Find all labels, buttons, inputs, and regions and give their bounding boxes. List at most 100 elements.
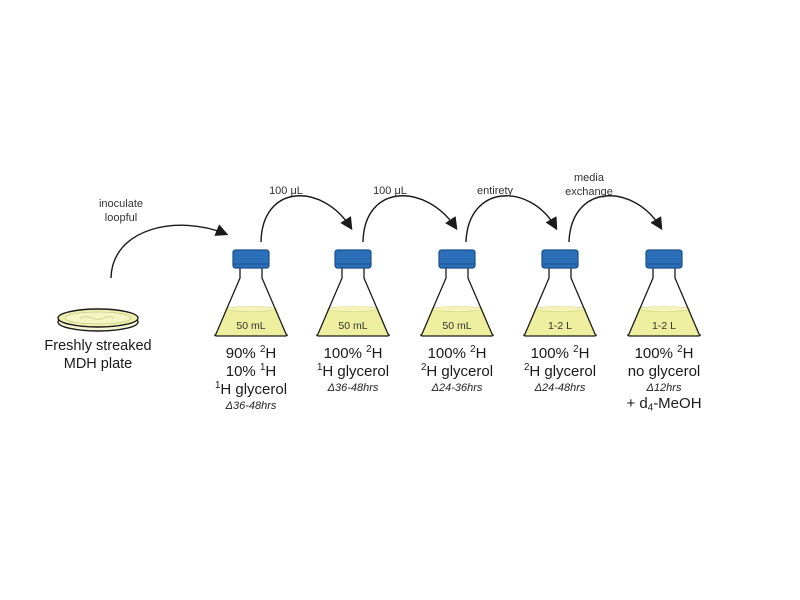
arrow-label-text: media (574, 172, 604, 184)
arrow-label-text: inoculate (98, 198, 144, 210)
incubation-time: Δ24-48hrs (534, 382, 586, 394)
flask-volume-label: 1-2 L (530, 320, 590, 332)
condition-text: H glycerol (322, 363, 390, 380)
flask-volume-text: 1-2 L (652, 320, 676, 332)
isotope-superscript: 2 (573, 344, 579, 356)
additive-line: + d4-MeOH (599, 395, 729, 413)
condition-line: 1H glycerol (186, 381, 316, 399)
isotope-superscript: 2 (420, 362, 427, 374)
condition-text: H glycerol (426, 363, 494, 380)
plate-caption-line1: Freshly streaked (44, 338, 152, 354)
condition-line: 10% 1H (186, 363, 316, 381)
condition-text: 100% (634, 345, 678, 362)
isotope-superscript: 2 (470, 344, 476, 356)
incubation-time: Δ36-48hrs (327, 382, 379, 394)
arrow-label-1: inoculate loopful (76, 197, 166, 225)
flask-cap (438, 249, 476, 269)
flask-liquid (316, 309, 390, 336)
flask-volume-text: 50 mL (338, 320, 368, 332)
flask-cap (645, 249, 683, 269)
arrow-4 (465, 195, 558, 243)
arrow-label-2: 100 μL (241, 184, 331, 198)
petri-plate (57, 308, 139, 332)
condition-line: 90% 2H (186, 345, 316, 363)
arrow-3 (362, 195, 458, 243)
flask-volume-label: 50 mL (323, 320, 383, 332)
condition-line: 100% 2H (599, 345, 729, 363)
condition-text: H (265, 363, 277, 380)
isotope-superscript: 2 (366, 344, 372, 356)
flask-volume-label: 50 mL (221, 320, 281, 332)
condition-text: H (371, 345, 383, 362)
incubation-time: Δ12hrs (646, 382, 682, 394)
flask-1 (214, 249, 288, 337)
flask-glass (214, 268, 288, 337)
condition-text: no glycerol (627, 363, 701, 380)
condition-text: 100% (323, 345, 367, 362)
isotope-superscript: 1 (214, 380, 221, 392)
flask-liquid (523, 309, 597, 336)
condition-line: 2H glycerol (392, 363, 522, 381)
isotope-superscript: 1 (259, 362, 266, 374)
isotope-superscript: 2 (259, 344, 266, 356)
condition-text: H (578, 345, 590, 362)
arrow-2 (260, 195, 353, 243)
condition-text: 90% (225, 345, 260, 362)
arrow-label-text: 100 μL (373, 185, 407, 197)
condition-text: H glycerol (220, 381, 288, 398)
flask-cap (541, 249, 579, 269)
condition-line: 2H glycerol (495, 363, 625, 381)
flask-liquid (627, 309, 701, 336)
flask-liquid (420, 309, 494, 336)
isotope-superscript: 2 (677, 344, 683, 356)
flask-3 (420, 249, 494, 337)
incubation-time: Δ36-48hrs (225, 400, 277, 412)
flask-volume-text: 50 mL (236, 320, 266, 332)
flask-volume-text: 50 mL (442, 320, 472, 332)
condition-line: 100% 2H (495, 345, 625, 363)
arrow-label-text: exchange (565, 186, 613, 198)
flask-volume-label: 1-2 L (634, 320, 694, 332)
flask-2 (316, 249, 390, 337)
flask-glass (627, 268, 701, 337)
condition-text: 100% (530, 345, 574, 362)
arrow-label-5: media exchange (544, 171, 634, 199)
arrow-label-4: entirety (450, 184, 540, 198)
flask-volume-label: 50 mL (427, 320, 487, 332)
incubation-time: Δ24-36hrs (431, 382, 483, 394)
plate-caption-line2: MDH plate (63, 356, 133, 372)
condition-text: H (265, 345, 277, 362)
flask-glass (316, 268, 390, 337)
condition-line: 1H glycerol (288, 363, 418, 381)
flask-glass (523, 268, 597, 337)
additive-text: + d (626, 395, 648, 412)
flask-volume-text: 1-2 L (548, 320, 572, 332)
additive-subscript: 4 (647, 402, 654, 414)
flask-5 (627, 249, 701, 337)
flask-glass (420, 268, 494, 337)
arrow-label-text: loopful (104, 212, 138, 224)
condition-line: no glycerol (599, 363, 729, 381)
flask-liquid (214, 309, 288, 336)
condition-text: H (682, 345, 694, 362)
condition-text: H glycerol (529, 363, 597, 380)
arrow-label-text: 100 μL (269, 185, 303, 197)
arrow-1 (110, 224, 229, 279)
condition-line: 100% 2H (392, 345, 522, 363)
condition-text: 10% (225, 363, 260, 380)
condition-line: 100% 2H (288, 345, 418, 363)
condition-text: 100% (427, 345, 471, 362)
condition-text: H (475, 345, 487, 362)
isotope-superscript: 1 (316, 362, 323, 374)
arrow-5 (568, 195, 663, 243)
flask-cap (334, 249, 372, 269)
additive-text: -MeOH (653, 395, 702, 412)
arrow-label-text: entirety (476, 185, 514, 197)
